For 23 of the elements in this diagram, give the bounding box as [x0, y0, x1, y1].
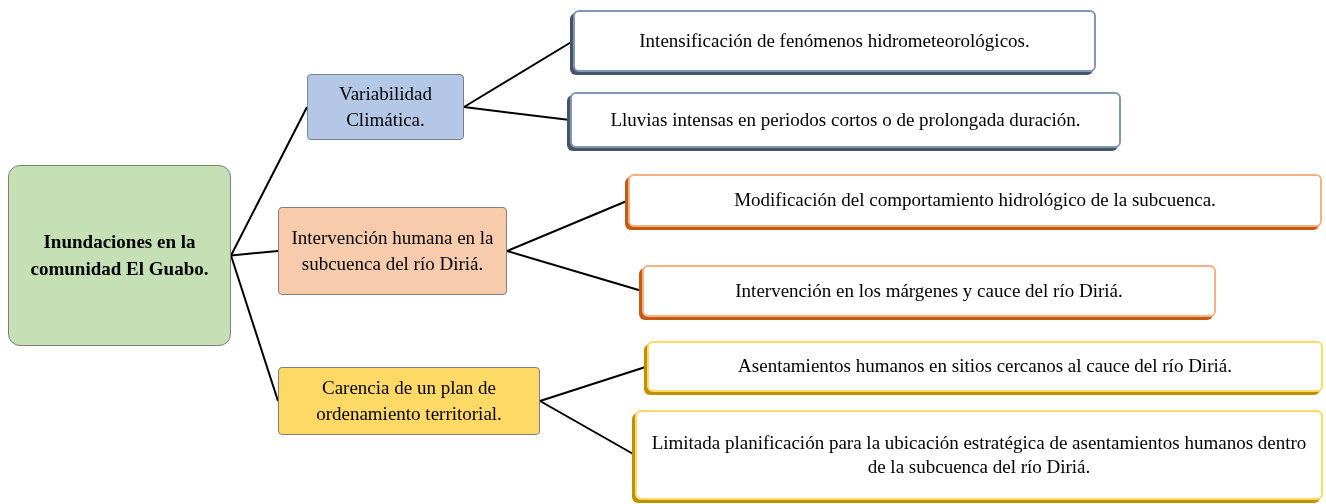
- category-box: [278, 207, 507, 295]
- detail-box: [647, 341, 1323, 392]
- category-box: [307, 74, 464, 140]
- node-text: Intensificación de fenómenos hidrometeorológicos.: [639, 28, 1030, 53]
- connector-line: [230, 250, 279, 257]
- detail-box: [635, 410, 1323, 500]
- node-text: Inundaciones en la comunidad El Guabo.: [29, 230, 210, 281]
- node-text: Intervención humana en la subcuenca del río Diriá.: [290, 225, 495, 276]
- detail-box: [628, 174, 1322, 227]
- connector-line: [230, 254, 279, 402]
- detail-box: [570, 92, 1121, 148]
- node-text: Modificación del comportamiento hidrológico de la subcuenca.: [734, 188, 1216, 213]
- node-text: Limitada planificación para la ubicación estratégica de asentamientos humanos dentro de la subcuenca del río Diriá.: [650, 431, 1308, 479]
- node-text: Variabilidad Climática.: [338, 81, 433, 132]
- detail-box: [573, 10, 1096, 72]
- detail-box: [642, 265, 1216, 317]
- root-box: [8, 165, 231, 346]
- node-text: Lluvias intensas en periodos cortos o de prolongada duración.: [610, 107, 1081, 132]
- node-text: Carencia de un plan de ordenamiento territorial.: [315, 375, 503, 426]
- connector-line: [230, 106, 308, 257]
- node-text: Asentamientos humanos en sitios cercanos al cauce del río Diriá.: [738, 354, 1232, 379]
- category-box: [278, 367, 540, 435]
- node-text: Intervención en los márgenes y cauce del río Diriá.: [735, 278, 1123, 303]
